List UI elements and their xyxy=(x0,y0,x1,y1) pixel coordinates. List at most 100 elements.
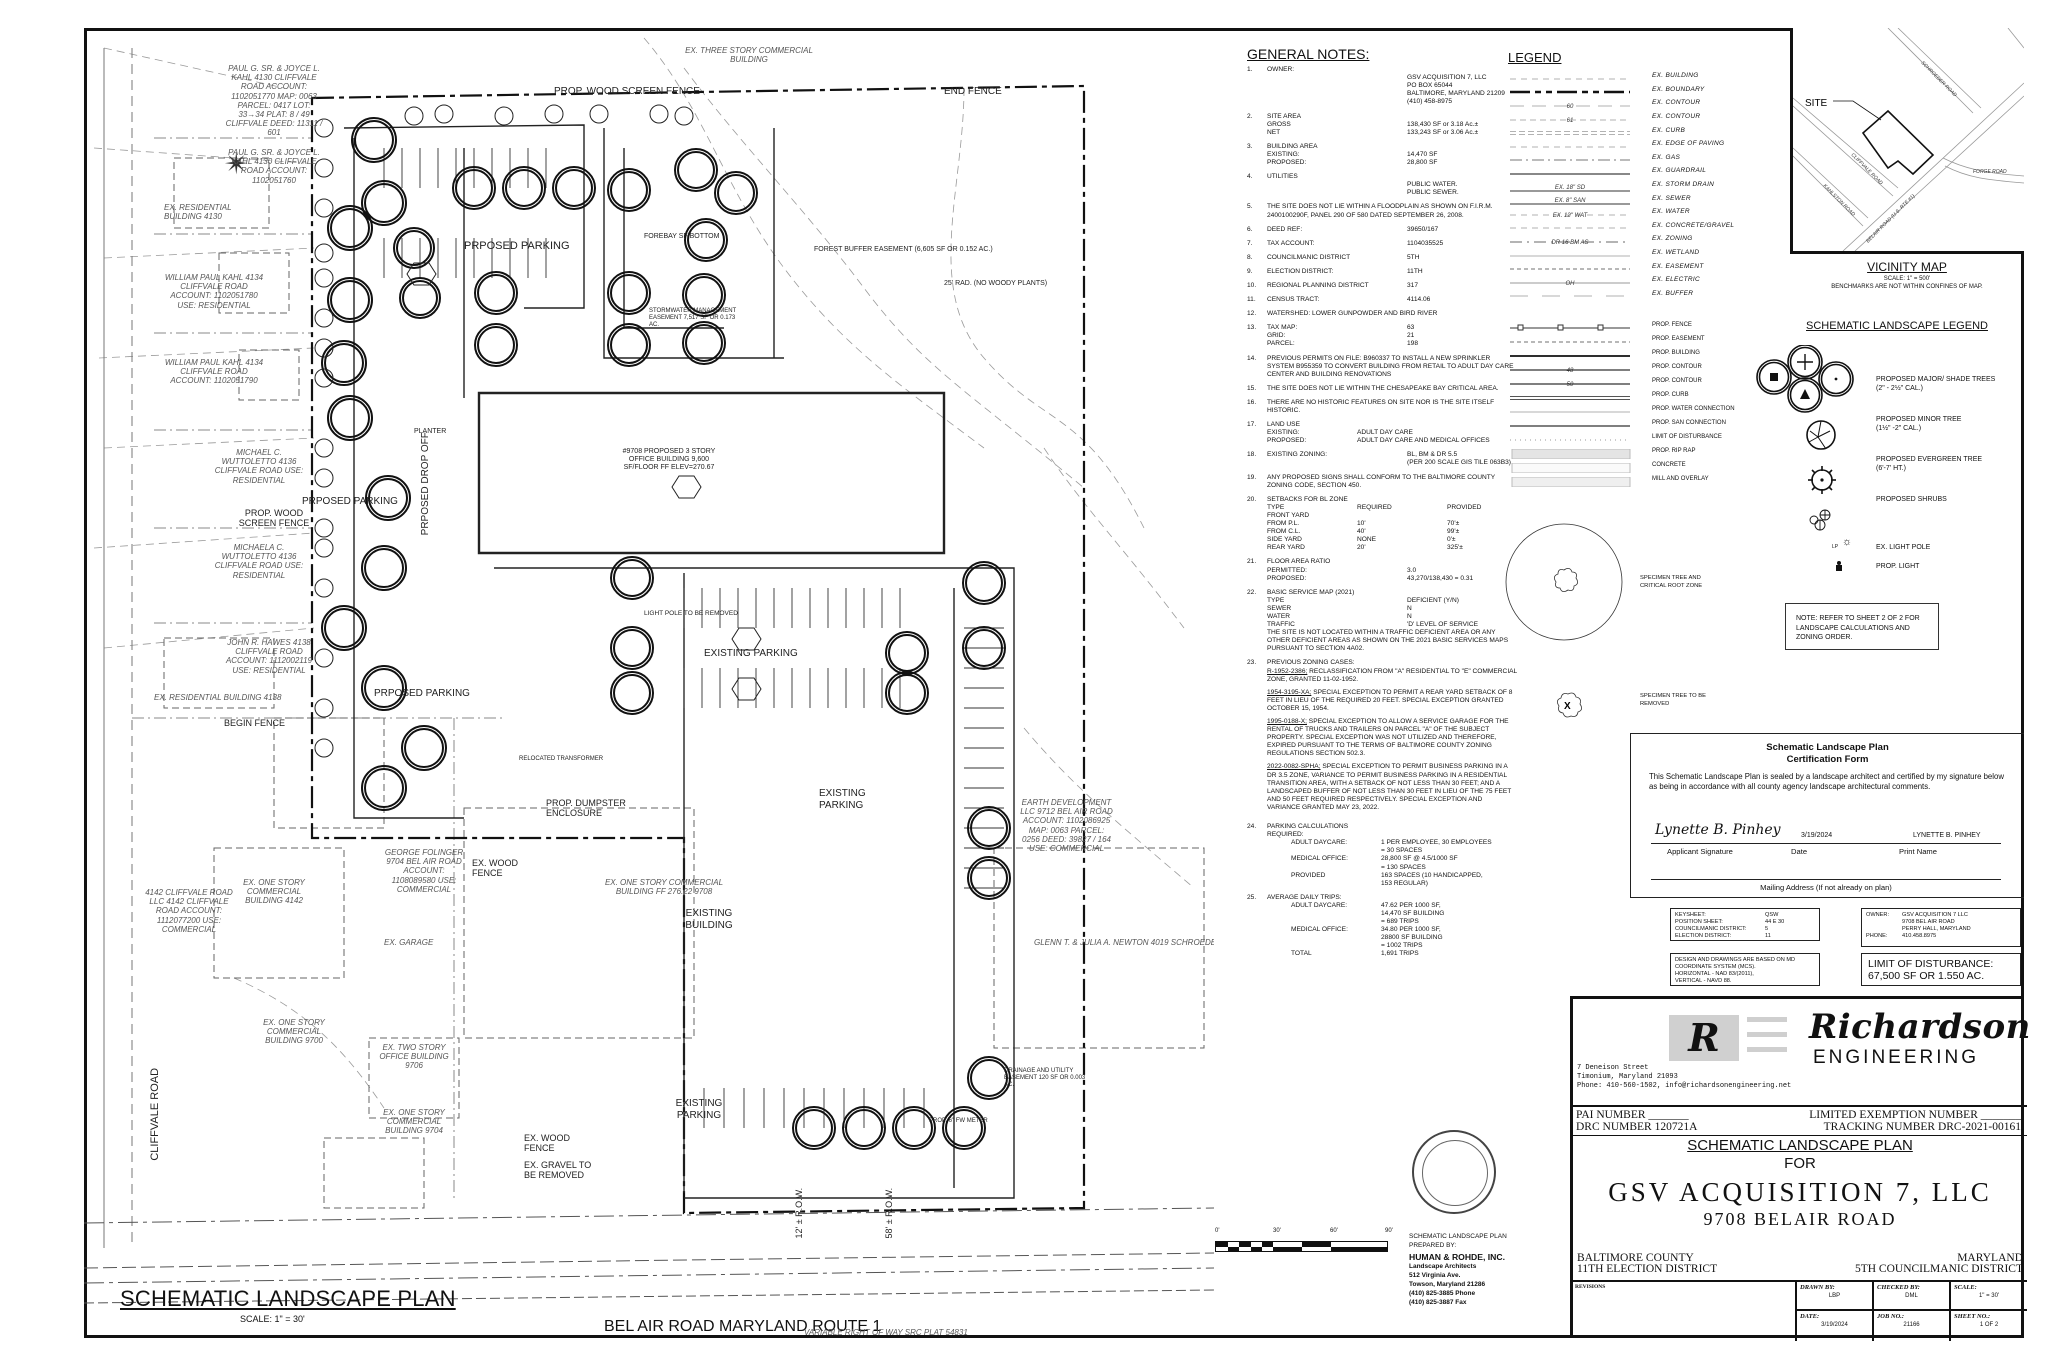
plan-label-prop-wood-screen-fence-top: PROP. WOOD SCREEN FENCE xyxy=(554,86,700,97)
note-text: THE SITE IS NOT LOCATED WITHIN A TRAFFIC… xyxy=(1267,629,1509,653)
note-row-key: ADULT DAYCARE: xyxy=(1291,901,1348,909)
legend-line-sample xyxy=(1508,320,1632,331)
legend-item-label: EX. CONTOUR xyxy=(1652,99,1701,107)
plan-scale: SCALE: 1" = 30' xyxy=(240,1314,305,1324)
neighbor-label-wuttoletto-1: MICHAEL C. WUTTOLETTO 4136 CLIFFVALE ROA… xyxy=(214,448,304,485)
note-body: THE SITE DOES NOT LIE WITHIN THE CHESAPE… xyxy=(1267,385,1517,393)
plan-label-planter: PLANTER xyxy=(414,428,447,435)
note-number: 22. xyxy=(1247,588,1257,596)
note-row-value: 198 xyxy=(1407,340,1419,348)
legend-existing-item: EX. EASEMENT xyxy=(1508,259,1798,273)
specimen-tree-icon xyxy=(1505,523,1623,641)
note-row-value: 14,470 SF xyxy=(1407,150,1438,158)
plan-label-ex-wood-fence-north: EX. WOOD FENCE xyxy=(472,858,519,879)
note-label: AVERAGE DAILY TRIPS: xyxy=(1267,893,1342,901)
vicinity-map-caption: VICINITY MAP SCALE: 1" = 500' BENCHMARKS… xyxy=(1790,260,2024,290)
plan-label-proposed-parking-north: PRPOSED PARKING xyxy=(464,240,570,252)
vicinity-map-note: BENCHMARKS ARE NOT WITHIN CONFINES OF MA… xyxy=(1831,284,1983,290)
legend-existing-item: EX. WETLAND xyxy=(1508,246,1798,260)
note-number: 17. xyxy=(1247,421,1257,429)
info-row: POSITION SHEET:44 E 30 xyxy=(1675,919,1815,926)
note-number: 9. xyxy=(1247,267,1253,275)
note-label: BUILDING AREA xyxy=(1267,142,1318,150)
note-line: PO BOX 65044 xyxy=(1407,82,1453,90)
note-number: 15. xyxy=(1247,384,1257,392)
note-line: BALTIMORE, MARYLAND 21209 xyxy=(1407,90,1505,98)
checked-by-cell: CHECKED BY: DML xyxy=(1872,1282,1949,1311)
plan-label-prop-wood-screen-fence-west: PROP. WOOD SCREEN FENCE xyxy=(238,508,310,529)
setback-row: FROM C.L.40'99'± xyxy=(1267,528,1460,536)
plan-label-row-58: 58' ± R.O.W. xyxy=(884,1187,895,1239)
vicinity-map-drawing: SITE SCHROEDER ROAD CLIFFVALE ROAD KAHLS… xyxy=(1792,27,2025,252)
legend-proposed-item: LIMIT OF DISTURBANCE xyxy=(1508,430,1798,444)
neighbor-label-ex-res-4130: EX. RESIDENTIAL BUILDING 4130 xyxy=(164,203,232,222)
general-note-item: 12.WATERSHED: LOWER GUNPOWDER AND BIRD R… xyxy=(1247,310,1517,318)
note-label: EXISTING ZONING: xyxy=(1267,451,1328,459)
drawing-title-for: FOR xyxy=(1784,1155,1816,1172)
plan-label-proposed-parking-west: PRPOSED PARKING xyxy=(302,496,398,507)
zoning-case: 1995-0188-X; SPECIAL EXCEPTION TO ALLOW … xyxy=(1267,718,1517,758)
note-label: LAND USE xyxy=(1267,421,1300,429)
svg-text:BELAIR ROAD (U.S. RTE #1): BELAIR ROAD (U.S. RTE #1) xyxy=(1865,193,1916,244)
signature-print-name: LYNETTE B. PINHEY xyxy=(1913,832,1981,839)
note-row-key xyxy=(1291,864,1381,872)
firm-header: R Richardson ENGINEERING 7 Deneison Stre… xyxy=(1573,999,2030,1107)
neighbor-label-ex-res-4138: EX. RESIDENTIAL BUILDING 4138 xyxy=(154,693,282,702)
legend-line-sample xyxy=(1508,348,1632,358)
firm-logo-bars xyxy=(1747,1017,1787,1062)
legend-item-label: LIMIT OF DISTURBANCE xyxy=(1652,434,1722,441)
note-row: TAX MAP:63 xyxy=(1267,324,1517,332)
svg-text:EX. 8" SAN: EX. 8" SAN xyxy=(1555,198,1586,204)
minor-tree-icon xyxy=(1808,420,1831,450)
note-label: DEED REF: xyxy=(1267,225,1303,233)
svg-text:48: 48 xyxy=(1567,368,1574,374)
pai-number: PAI NUMBER _______ xyxy=(1576,1109,1689,1121)
note-number: 25. xyxy=(1247,893,1257,901)
legend-line-sample xyxy=(1508,261,1632,271)
divider xyxy=(1573,1135,2027,1136)
plan-label-forebay: FOREBAY SF BOTTOM xyxy=(644,233,720,240)
legend-item-label: EX. CONCRETE/GRAVEL xyxy=(1652,221,1735,229)
note-number: 10. xyxy=(1247,281,1257,289)
note-row-value: 28,800 SF xyxy=(1407,159,1438,167)
landscape-legend-minor-tree: PROPOSED MINOR TREE (1½" -2" CAL.) xyxy=(1876,416,1962,432)
legend-item-label: EX. ELECTRIC xyxy=(1652,276,1701,284)
plan-label-stormwater-easement: STORMWATER MANAGEMENT EASEMENT 7,517 SF … xyxy=(649,308,737,328)
legend-item-label: EX. BUFFER xyxy=(1652,289,1694,297)
svg-text:61: 61 xyxy=(1567,118,1574,124)
note-value: 1104035525 xyxy=(1407,239,1444,247)
light-pole-icon: ☼ xyxy=(1842,536,1853,548)
note-row-key: EXISTING: xyxy=(1267,150,1300,158)
note-row: TRAFFIC'D' LEVEL OF SERVICE xyxy=(1267,621,1517,629)
note-key-value: ELECTION DISTRICT:11TH xyxy=(1267,268,1517,276)
legend-item-label: EX. CURB xyxy=(1652,126,1686,134)
certification-body: This Schematic Landscape Plan is sealed … xyxy=(1649,772,2004,791)
note-row-key: PROPOSED: xyxy=(1267,437,1307,445)
note-number: 13. xyxy=(1247,324,1257,332)
caption-print-name: Print Name xyxy=(1899,847,1937,856)
note-row-value: 63 xyxy=(1407,324,1415,332)
legend-existing-item: EX. GAS xyxy=(1508,151,1798,165)
note-label: SETBACKS FOR BL ZONE xyxy=(1267,495,1348,503)
project-numbers: PAI NUMBER _______LIMITED EXEMPTION NUMB… xyxy=(1573,1109,2027,1133)
drawing-title-main: SCHEMATIC LANDSCAPE PLAN xyxy=(1687,1137,1913,1154)
info-row: COUNCILMANIC DISTRICT:5 xyxy=(1675,926,1815,933)
legend-line-sample xyxy=(1508,334,1632,344)
note-row-value: 14,470 SF BUILDING xyxy=(1381,909,1445,917)
note-number: 7. xyxy=(1247,239,1253,247)
